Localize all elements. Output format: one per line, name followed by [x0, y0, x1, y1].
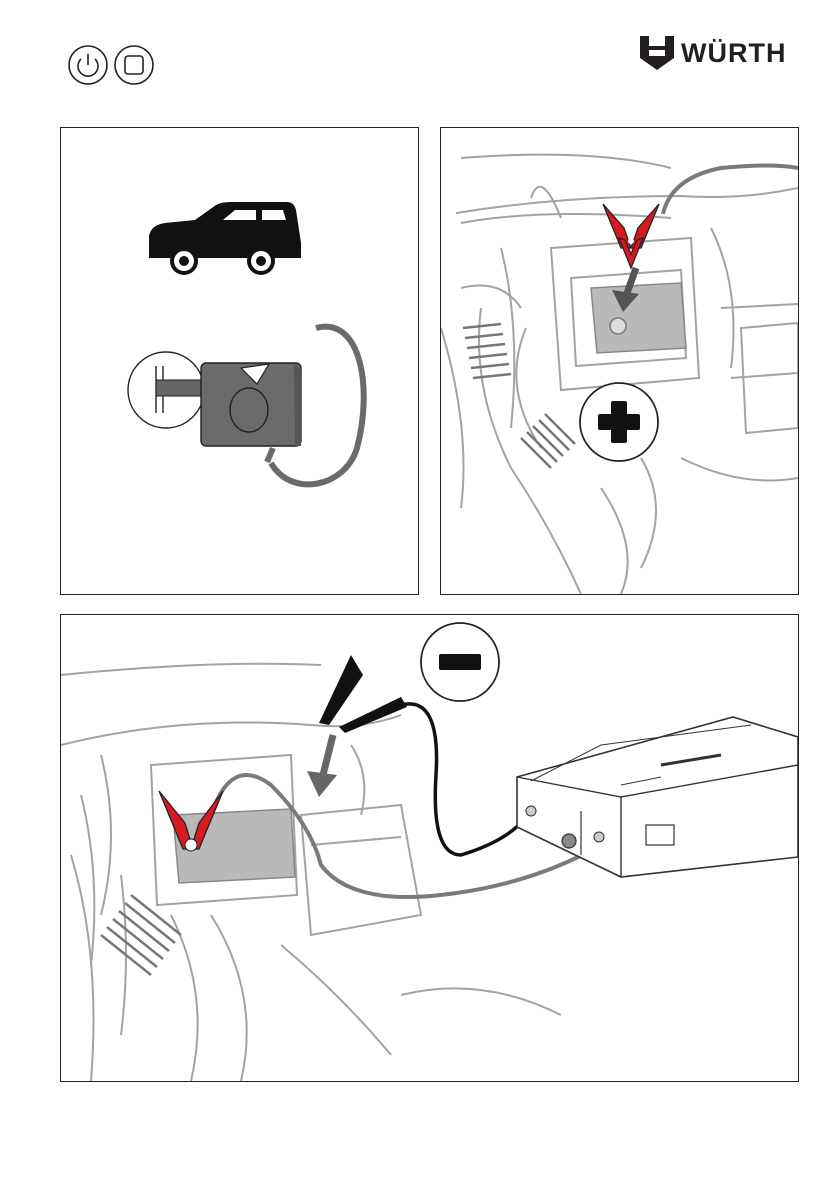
jump-starter-device [517, 717, 798, 877]
panel-connect-negative [60, 614, 799, 1082]
panel-switch-off-vehicle [60, 127, 419, 595]
arrow-down-icon [307, 735, 337, 797]
car-icon [149, 202, 301, 275]
stop-button-icon [113, 44, 155, 86]
power-button-icon [67, 44, 109, 86]
plus-symbol-icon [580, 383, 658, 461]
brand-name: WÜRTH [681, 40, 786, 67]
negative-clamp-icon [319, 655, 407, 733]
minus-symbol-icon [421, 623, 499, 701]
ignition-key-icon [128, 327, 364, 485]
positive-clamp-icon [603, 204, 659, 268]
panel-connect-positive [440, 127, 799, 595]
wurth-logo-mark-icon [640, 36, 674, 70]
wurth-logo: WÜRTH [640, 36, 802, 70]
